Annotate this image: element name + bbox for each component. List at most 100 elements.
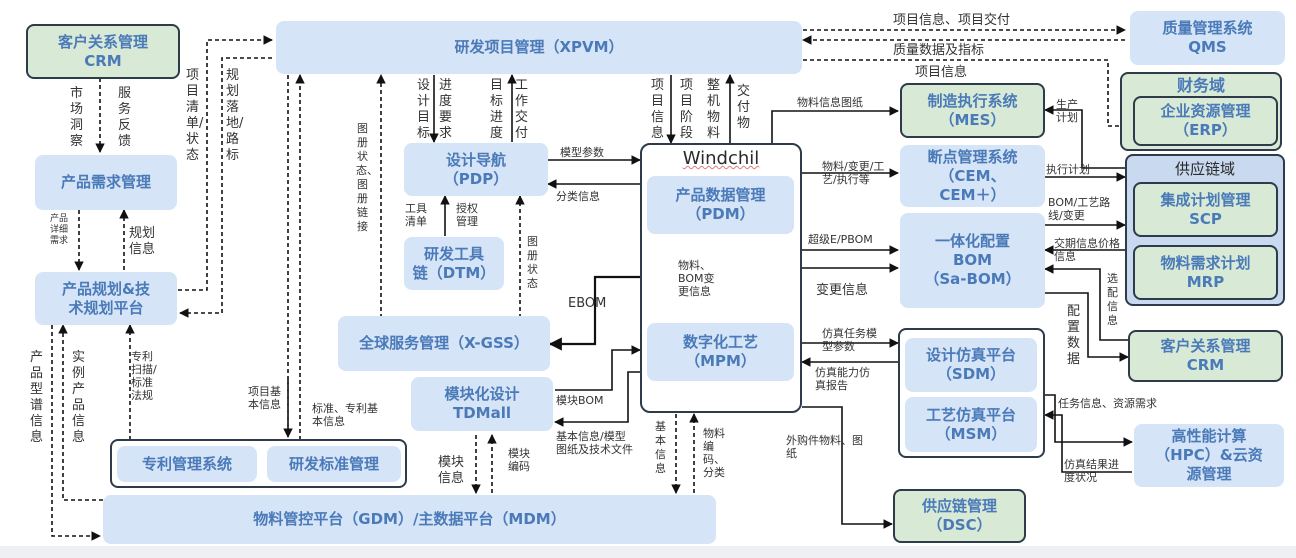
label-target-progress: 目标进度 (490, 78, 504, 141)
label-exec-plan: 执行计划 (1046, 163, 1090, 176)
tdmall-node[interactable]: 模块化设计 TDMall (411, 377, 553, 431)
label-bom-route-change: BOM/工艺路线/变更 (1048, 196, 1111, 222)
product-requirement-node[interactable]: 产品需求管理 (35, 155, 177, 210)
gdm-mdm-node[interactable]: 物料管控平台（GDM）/主数据平台（MDM） (103, 495, 716, 544)
cem-subtitle-1: （CEM、 (939, 166, 1006, 185)
pdm-node[interactable]: 产品数据管理 （PDM） (647, 176, 794, 234)
mpm-subtitle: （MPM） (685, 352, 756, 370)
label-sim-task-params: 仿真任务模型参数 (822, 327, 877, 353)
crm-left-node[interactable]: 客户关系管理 CRM (26, 24, 180, 79)
mrp-node[interactable]: 物料需求计划 MRP (1133, 245, 1278, 300)
label-sim-capability-report: 仿真能力仿真报告 (815, 366, 870, 392)
label-material-code-class: 物料编码、分类 (703, 427, 725, 479)
xpvm-node[interactable]: 研发项目管理（XPVM） (276, 21, 802, 74)
label-project-phase: 项目阶段 (680, 78, 694, 141)
bottom-strip (0, 546, 1296, 558)
label-task-resource: 任务信息、资源需求 (1058, 397, 1157, 410)
scp-node[interactable]: 集成计划管理 SCP (1133, 182, 1278, 237)
hpc-title: 高性能计算 (1171, 427, 1247, 445)
patent-node[interactable]: 专利管理系统 (117, 446, 257, 482)
label-basic-info-drawing: 基本信息/模型图纸及技术文件 (556, 430, 633, 456)
label-qms-quality-data: 质量数据及指标 (893, 43, 985, 58)
label-sim-result-progress: 仿真结果进度状况 (1064, 458, 1119, 484)
label-tool-list: 工具清单 (405, 202, 427, 228)
label-super-epbom: 超级E/PBOM (808, 233, 873, 246)
scp-subtitle: SCP (1189, 209, 1222, 228)
rd-standard-node[interactable]: 研发标准管理 (267, 446, 401, 482)
mpm-node[interactable]: 数字化工艺 （MPM） (647, 323, 794, 381)
dtm-title: 研发工具 (423, 244, 484, 263)
pdp-node[interactable]: 设计导航 （PDP） (404, 143, 548, 196)
label-project-list-status: 项目清单/状态 (186, 68, 204, 163)
hpc-node[interactable]: 高性能计算 （HPC）&云资 源管理 (1134, 424, 1284, 487)
patent-title: 专利管理系统 (141, 454, 232, 473)
label-production-plan: 生产计划 (1056, 98, 1078, 124)
sdm-subtitle: （SDM） (936, 365, 1006, 383)
erp-node[interactable]: 企业资源管理 （ERP） (1133, 96, 1278, 146)
label-module-code: 模块编码 (508, 447, 530, 473)
sdm-title: 设计仿真平台 (925, 346, 1016, 364)
edge-windchill-to-mes (771, 106, 899, 143)
crm-left-title: 客户关系管理 (57, 32, 148, 51)
label-standard-patent-info: 标准、专利基本信息 (312, 402, 378, 428)
label-album-status: 图册状态 (527, 235, 538, 290)
pdm-title: 产品数据管理 (675, 186, 766, 204)
qms-subtitle: QMS (1188, 38, 1227, 56)
sabom-node[interactable]: 一体化配置 BOM （Sa-BOM） (900, 213, 1045, 308)
dsc-node[interactable]: 供应链管理 （DSC） (893, 489, 1026, 543)
sdm-node[interactable]: 设计仿真平台 （SDM） (905, 338, 1037, 392)
xgss-title: 全球服务管理（X-GSS） (359, 334, 529, 352)
label-outsourced-material: 外购件物料、图纸 (786, 434, 863, 460)
label-plan-info: 规划信息 (128, 226, 155, 257)
label-project-basic-info: 项目基本信息 (248, 385, 281, 411)
label-machine-material: 整机物料 (707, 78, 721, 141)
mes-node[interactable]: 制造执行系统 （MES） (900, 83, 1045, 138)
dtm-node[interactable]: 研发工具 链（DTM） (404, 237, 504, 290)
label-service-feedback: 服务反馈 (118, 86, 132, 149)
msm-title: 工艺仿真平台 (925, 405, 1016, 424)
label-material-bom-change: 物料、BOM变更信息 (678, 259, 715, 298)
label-qms-project-info: 项目信息、项目交付 (893, 13, 1011, 28)
tdmall-subtitle: TDMall (452, 404, 511, 422)
mes-subtitle: （MES） (939, 110, 1006, 129)
label-model-params: 模型参数 (560, 146, 604, 159)
qms-node[interactable]: 质量管理系统 QMS (1130, 11, 1285, 65)
label-market-insight: 市场洞察 (70, 86, 84, 149)
hpc-subtitle-1: （HPC）&云资 (1155, 446, 1263, 464)
label-patent-scan: 专利扫描/标准法规 (131, 350, 157, 402)
xgss-node[interactable]: 全球服务管理（X-GSS） (338, 316, 550, 371)
sabom-title: 一体化配置 (934, 232, 1010, 250)
mrp-subtitle: MRP (1186, 272, 1225, 291)
product-planning-node[interactable]: 产品规划&技 术规划平台 (35, 272, 177, 325)
label-mes-project-info: 项目信息 (915, 65, 968, 80)
crm-right-node[interactable]: 客户关系管理 CRM (1128, 330, 1283, 382)
label-ebom: EBOM (568, 296, 607, 311)
hpc-subtitle-2: 源管理 (1186, 465, 1232, 483)
tdmall-title: 模块化设计 (444, 385, 520, 403)
scp-title: 集成计划管理 (1160, 190, 1251, 209)
crm-right-subtitle: CRM (1186, 356, 1225, 374)
qms-title: 质量管理系统 (1162, 19, 1253, 37)
pdm-subtitle: （PDM） (686, 205, 755, 223)
xpvm-title: 研发项目管理（XPVM） (454, 38, 624, 56)
mes-title: 制造执行系统 (927, 91, 1018, 110)
label-design-target: 设计目标 (417, 78, 431, 141)
label-change-info: 变更信息 (816, 283, 869, 298)
finance-domain-title: 财务域 (1176, 76, 1225, 95)
label-product-detail-req: 产品详细需求 (49, 214, 68, 246)
crm-right-title: 客户关系管理 (1160, 337, 1251, 355)
cem-title: 断点管理系统 (927, 147, 1018, 166)
label-work-delivery: 工作交付 (515, 78, 529, 141)
cem-node[interactable]: 断点管理系统 （CEM、 CEM＋） (900, 145, 1045, 207)
cem-subtitle-2: CEM＋） (939, 185, 1006, 204)
sabom-subtitle-1: BOM (952, 251, 993, 269)
label-delivery-price: 交期信息价格信息 (1054, 237, 1120, 263)
sabom-subtitle-2: （Sa-BOM） (924, 270, 1021, 288)
label-project-info-v: 项目信息 (651, 78, 665, 141)
label-material-drawing: 物料信息图纸 (797, 96, 863, 109)
msm-node[interactable]: 工艺仿真平台 （MSM） (905, 397, 1037, 452)
msm-subtitle: （MSM） (935, 424, 1007, 443)
label-plan-landing: 规划落地/路标 (226, 68, 244, 163)
mrp-title: 物料需求计划 (1160, 253, 1251, 272)
